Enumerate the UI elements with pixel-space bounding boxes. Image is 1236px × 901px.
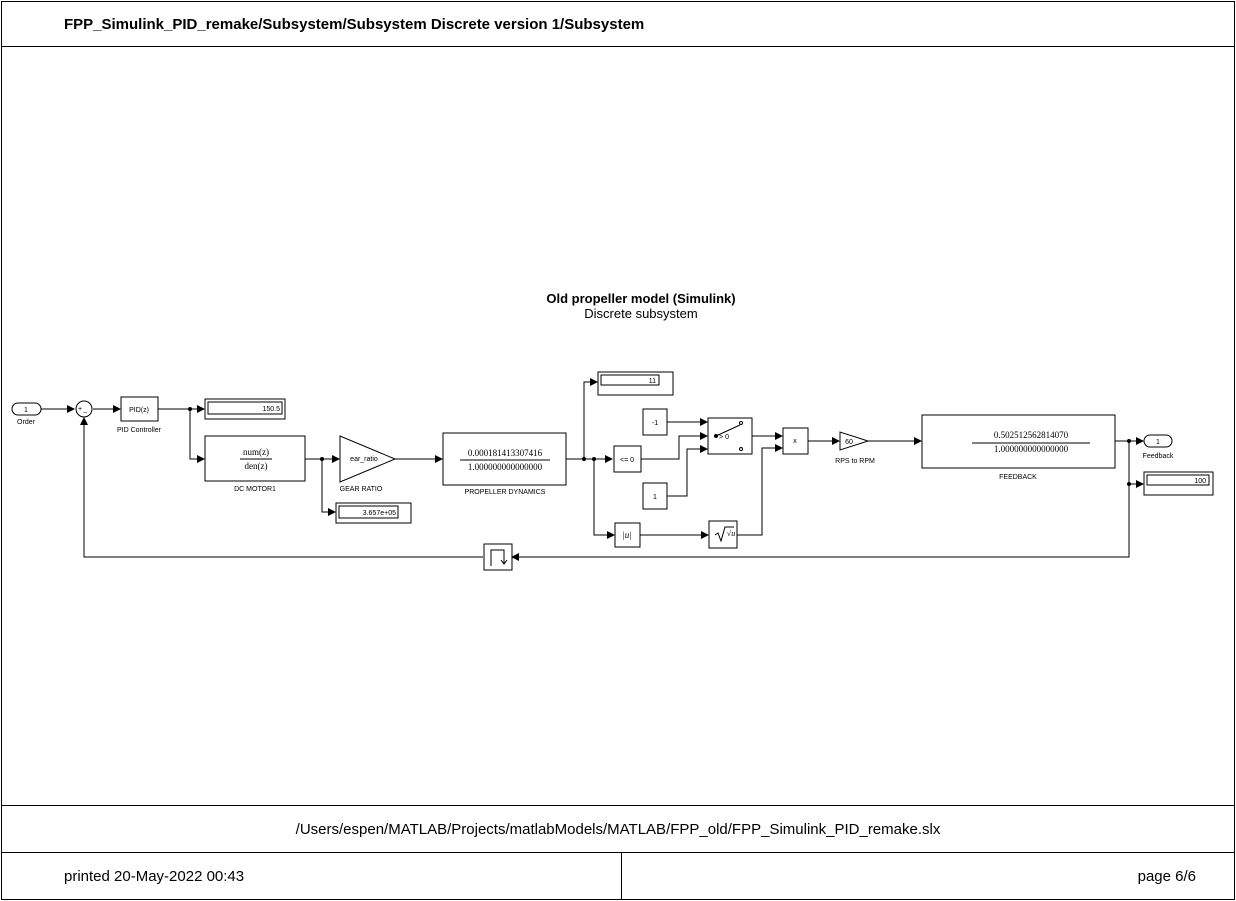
pid-label: PID Controller xyxy=(117,427,162,434)
display-pid-value: 150.5 xyxy=(262,406,280,413)
block-glyphs xyxy=(188,407,1131,566)
dc-motor-label: DC MOTOR1 xyxy=(234,486,276,493)
gear-label: GEAR RATIO xyxy=(340,486,383,493)
propeller-den: 1.000000000000000 xyxy=(468,462,543,472)
annotation-subtitle: Discrete subsystem xyxy=(584,306,697,321)
feedback-den: 1.000000000000000 xyxy=(994,444,1069,454)
sqrt-block[interactable] xyxy=(708,520,738,549)
rps-gain-value: 60 xyxy=(845,439,853,446)
inport-label: Order xyxy=(17,419,36,426)
rps-gain-label: RPS to RPM xyxy=(835,458,875,465)
sum-block[interactable] xyxy=(75,400,93,418)
sum-plus: + xyxy=(78,406,82,413)
compare-text: <= 0 xyxy=(620,457,634,464)
signal-lines xyxy=(41,378,1144,561)
abs-text: |u| xyxy=(622,530,631,540)
compare-to-zero-block[interactable] xyxy=(613,445,642,473)
constant-1-block[interactable] xyxy=(642,482,668,510)
display-gear[interactable] xyxy=(335,502,412,524)
pid-text: PID(z) xyxy=(129,407,149,414)
switch-block[interactable] xyxy=(707,417,753,455)
rps-to-rpm-gain[interactable] xyxy=(839,431,870,451)
printed-date: printed 20-May-2022 00:43 xyxy=(64,868,245,885)
switch-contact-bottom xyxy=(739,447,743,451)
switch-lever xyxy=(715,424,741,437)
sqrt-radical xyxy=(714,526,734,543)
dc-motor-block[interactable] xyxy=(204,435,306,482)
junction-dots xyxy=(188,407,1131,486)
outport-number: 1 xyxy=(1156,439,1160,446)
unit-delay-arrow xyxy=(500,559,508,565)
page-number: page 6/6 xyxy=(1137,868,1196,885)
unit-delay-block[interactable] xyxy=(483,543,513,571)
sum-minus: − xyxy=(83,410,87,417)
annotation-title: Old propeller model (Simulink) xyxy=(546,291,735,306)
gear-ratio-block[interactable] xyxy=(339,435,397,483)
feedback-label: FEEDBACK xyxy=(999,474,1037,481)
product-block[interactable] xyxy=(782,427,809,455)
constant-neg1-block[interactable] xyxy=(642,408,668,436)
abs-block[interactable] xyxy=(614,522,641,548)
outport-feedback[interactable] xyxy=(1143,434,1173,448)
switch-contact-top xyxy=(739,421,743,425)
display-pid[interactable] xyxy=(204,398,286,420)
display-feedback[interactable] xyxy=(1143,471,1214,496)
unit-delay-glyph xyxy=(490,549,505,566)
propeller-dynamics-block[interactable] xyxy=(442,432,567,486)
propeller-label: PROPELLER DYNAMICS xyxy=(465,489,546,496)
sqrt-text: √u xyxy=(727,529,735,538)
footer-right: page 6/6 xyxy=(621,852,1235,900)
const-1-value: 1 xyxy=(653,494,657,501)
display-pid-field xyxy=(207,401,283,415)
display-feedback-field xyxy=(1146,474,1210,486)
display-feedback-value: 100 xyxy=(1194,478,1206,485)
display-gear-field xyxy=(338,505,399,519)
display-gear-value: 3.657e+05 xyxy=(363,510,396,517)
display-prop-field xyxy=(600,374,660,386)
pid-controller-block[interactable] xyxy=(120,396,159,422)
gear-text: ear_ratio xyxy=(350,456,378,463)
file-path: /Users/espen/MATLAB/Projects/matlabModel… xyxy=(295,821,941,838)
display-prop-value: 11 xyxy=(649,378,656,385)
outport-label: Feedback xyxy=(1143,453,1174,460)
propeller-num: 0.000181413307416 xyxy=(468,448,543,458)
dc-motor-den: den(z) xyxy=(245,461,268,471)
const-neg1-value: -1 xyxy=(652,420,658,427)
model-path-title: FPP_Simulink_PID_remake/Subsystem/Subsys… xyxy=(64,16,645,33)
dc-motor-num: num(z) xyxy=(243,447,269,457)
feedback-tf-block[interactable] xyxy=(921,414,1116,469)
switch-text: > 0 xyxy=(719,434,729,441)
inport-number: 1 xyxy=(24,407,28,414)
product-text: x xyxy=(793,438,797,445)
feedback-num: 0.502512562814070 xyxy=(994,430,1069,440)
inport-order[interactable] xyxy=(11,402,42,416)
display-prop[interactable] xyxy=(597,371,674,396)
